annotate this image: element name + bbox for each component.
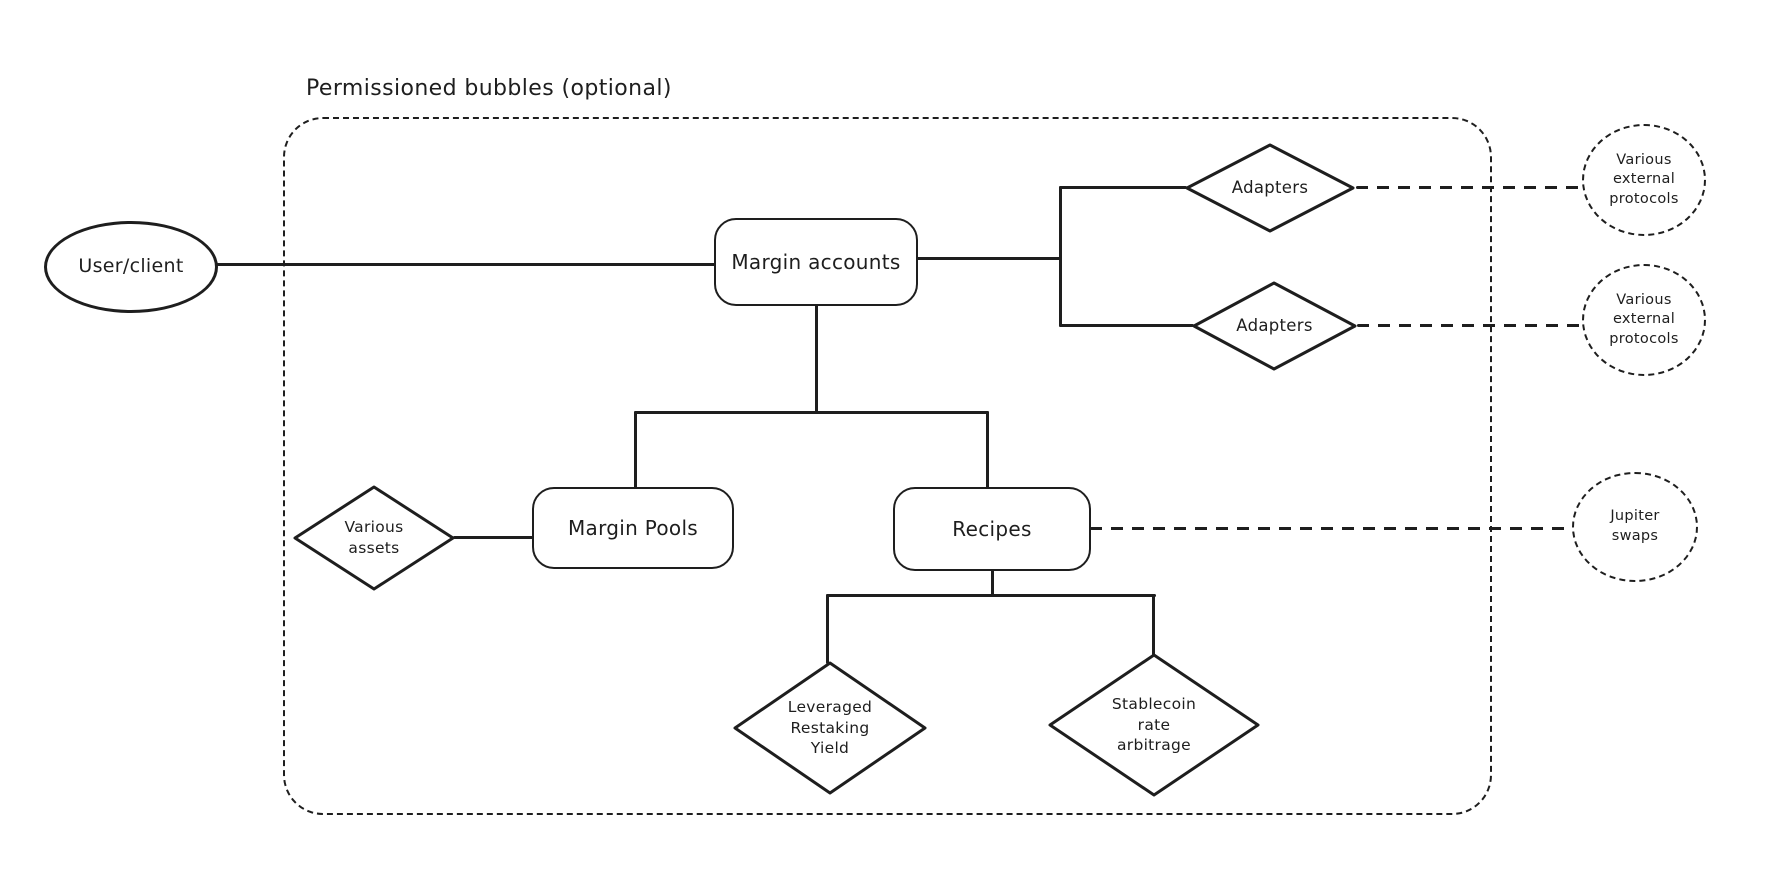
edge-recipes-down (991, 569, 994, 597)
node-margin-pools-label: Margin Pools (567, 515, 699, 540)
edge-down-to-stablecoin-arbitrage (1152, 594, 1155, 656)
node-user-client-label: User/client (78, 255, 184, 278)
node-jupiter-swaps: Jupiter swaps (1572, 472, 1698, 582)
edge-various-assets-to-margin-pools (453, 536, 534, 539)
node-adapters-bottom-label: Adapters (1236, 315, 1313, 335)
edge-margin-accounts-down (815, 304, 818, 414)
edge-down-to-margin-pools (634, 411, 637, 489)
leveraged-restaking-yield-diamond-shape (733, 661, 927, 795)
node-stablecoin-rate-arbitrage: Stablecoin rate arbitrage (1047, 652, 1261, 798)
adapters-top-diamond-shape (1185, 143, 1355, 233)
edge-pools-recipes-branch-horizontal (634, 411, 989, 414)
adapters-bottom-diamond-shape (1192, 281, 1357, 371)
node-adapters-bottom: Adapters (1191, 280, 1358, 372)
node-adapters-top: Adapters (1184, 142, 1356, 234)
node-various-external-protocols-top: Various external protocols (1582, 124, 1706, 236)
stablecoin-rate-arbitrage-diamond-shape (1048, 653, 1260, 797)
edge-recipes-branch-horizontal (826, 594, 1156, 597)
node-jupiter-swaps-label: Jupiter swaps (1610, 508, 1660, 544)
permissioned-group-boundary (283, 117, 1492, 815)
node-leveraged-restaking-yield: Leveraged Restaking Yield (732, 660, 928, 796)
edge-adapters-top-to-protocols-top (1356, 186, 1583, 189)
node-recipes-label: Recipes (952, 516, 1032, 541)
node-various-external-protocols-bottom-label: Various external protocols (1609, 291, 1679, 347)
node-margin-pools: Margin Pools (532, 487, 734, 569)
edge-adapters-bottom-to-protocols-bottom (1357, 324, 1583, 327)
edge-adapters-branch-vertical (1059, 186, 1062, 327)
node-margin-accounts: Margin accounts (714, 218, 918, 306)
node-various-assets: Various assets (292, 484, 456, 592)
node-leveraged-restaking-yield-label: Leveraged Restaking Yield (787, 697, 873, 758)
edge-to-adapters-bottom (1059, 324, 1194, 327)
edge-to-adapters-top (1059, 186, 1187, 189)
node-adapters-top-label: Adapters (1231, 177, 1309, 197)
node-stablecoin-rate-arbitrage-label: Stablecoin rate arbitrage (1111, 694, 1197, 755)
node-various-external-protocols-top-label: Various external protocols (1609, 151, 1679, 207)
node-various-assets-label: Various assets (344, 518, 404, 557)
various-assets-diamond-shape (293, 485, 455, 591)
edge-recipes-to-jupiter-swaps (1090, 527, 1573, 530)
permissioned-group-label: Permissioned bubbles (optional) (306, 76, 672, 101)
edge-down-to-recipes (986, 411, 989, 489)
edge-margin-accounts-right-stub (916, 257, 1062, 260)
node-margin-accounts-label: Margin accounts (731, 249, 901, 274)
edge-down-to-leveraged-restaking (826, 594, 829, 664)
edge-user-to-margin-accounts (214, 263, 716, 266)
node-user-client: User/client (44, 221, 218, 313)
node-recipes: Recipes (893, 487, 1091, 571)
node-various-external-protocols-bottom: Various external protocols (1582, 264, 1706, 376)
